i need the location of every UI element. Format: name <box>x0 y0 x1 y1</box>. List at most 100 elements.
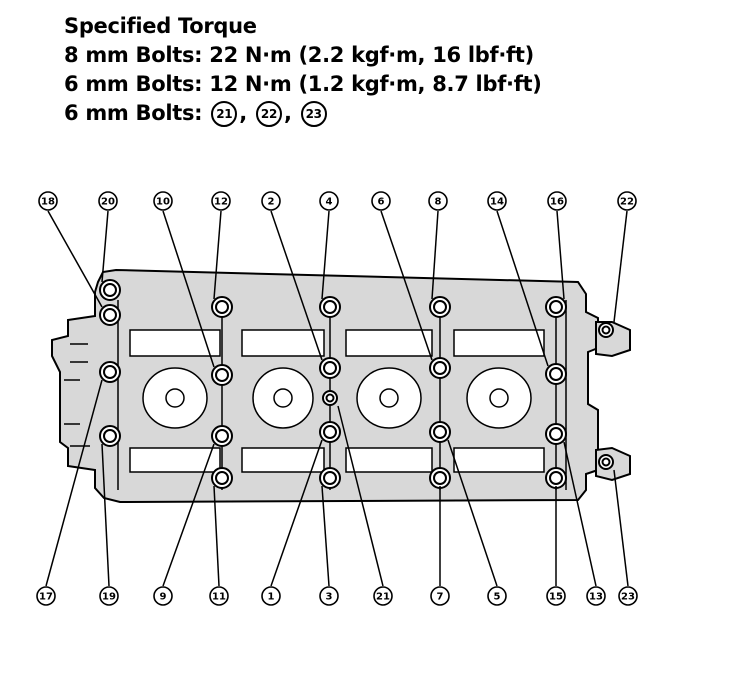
leader-bottom-19 <box>101 443 110 587</box>
spec-8mm-bolts: 8 mm Bolts: 22 N·m (2.2 kgf·m, 16 lbf·ft… <box>64 43 534 67</box>
callout-number: 14 <box>490 197 504 208</box>
callout-number: 8 <box>435 197 442 208</box>
callout-bottom-3: 3 <box>319 586 339 606</box>
callout-circle <box>261 586 281 606</box>
callout-bottom-5: 5 <box>487 586 507 606</box>
bolt-6-socket <box>433 361 447 375</box>
callout-number: 22 <box>620 197 634 208</box>
bolt-15-socket <box>549 471 563 485</box>
callout-circle <box>487 191 507 211</box>
callout-circle <box>319 191 339 211</box>
head-internal-detail <box>64 300 567 490</box>
callout-circle <box>547 191 567 211</box>
callout-top-14: 14 <box>487 191 507 211</box>
leader-top-6 <box>380 210 433 361</box>
callout-circle <box>586 586 606 606</box>
callout-top-8: 8 <box>428 191 448 211</box>
callout-circle <box>211 191 231 211</box>
leader-bottom-23 <box>613 469 629 587</box>
callout-bottom-23: 23 <box>618 586 638 606</box>
leader-bottom-21 <box>337 405 384 587</box>
leader-top-16 <box>556 210 565 300</box>
callout-circle <box>319 586 339 606</box>
bolt-5-socket <box>433 425 447 439</box>
leader-top-22 <box>613 210 628 323</box>
callout-number: 19 <box>102 592 116 603</box>
ref-bolt-22: 22 <box>255 101 282 127</box>
callout-number: 10 <box>156 197 170 208</box>
callout-bottom-17: 17 <box>36 586 56 606</box>
callout-number: 13 <box>589 592 603 603</box>
bolt-16-socket <box>549 300 563 314</box>
leader-lines <box>45 210 629 587</box>
leader-bottom-1 <box>270 439 323 587</box>
callout-circle <box>428 191 448 211</box>
leader-bottom-13 <box>563 441 597 587</box>
leader-top-2 <box>270 210 323 361</box>
bolt-18-socket <box>103 308 117 322</box>
callout-bottom-1: 1 <box>261 586 281 606</box>
spec-6mm-special-bolts: 6 mm Bolts: 21, 22, 23 <box>64 99 542 128</box>
callout-number: 12 <box>214 197 228 208</box>
callout-number: 5 <box>494 592 501 603</box>
callout-circle <box>261 191 281 211</box>
bolt-2-socket <box>323 361 337 375</box>
callout-number: 16 <box>550 197 564 208</box>
callout-top-12: 12 <box>211 191 231 211</box>
callout-circle <box>153 586 173 606</box>
bolt-13-socket <box>549 427 563 441</box>
callout-bottom-15: 15 <box>546 586 566 606</box>
bolt-heads <box>99 279 614 489</box>
leader-bottom-11 <box>213 485 220 587</box>
ref-bolt-21: 21 <box>211 101 238 127</box>
bolt-14-socket <box>549 367 563 381</box>
callout-circle <box>371 191 391 211</box>
bolt-20-socket <box>103 283 117 297</box>
spec-6mm-bolts: 6 mm Bolts: 12 N·m (1.2 kgf·m, 8.7 lbf·f… <box>64 72 542 96</box>
callout-bottom-13: 13 <box>586 586 606 606</box>
bolt-7-socket <box>433 471 447 485</box>
callout-top-16: 16 <box>547 191 567 211</box>
callout-top-2: 2 <box>261 191 281 211</box>
callout-circle <box>209 586 229 606</box>
callout-number: 6 <box>378 197 385 208</box>
ref-bolt-23: 23 <box>300 101 327 127</box>
callout-circle <box>373 586 393 606</box>
bolt-17-socket <box>103 365 117 379</box>
callout-number: 11 <box>212 592 226 603</box>
bolt-23-socket <box>601 457 611 467</box>
leader-top-18 <box>47 210 103 308</box>
spec-6mm-prefix: 6 mm Bolts: <box>64 101 203 125</box>
leader-top-4 <box>321 210 330 300</box>
callout-top-20: 20 <box>98 191 118 211</box>
leader-bottom-17 <box>45 379 103 587</box>
callout-circle <box>618 586 638 606</box>
callout-bottom-9: 9 <box>153 586 173 606</box>
bolt-4-socket <box>323 300 337 314</box>
leader-top-20 <box>101 210 109 283</box>
callout-number: 17 <box>39 592 53 603</box>
bolt-12-socket <box>215 300 229 314</box>
callout-number: 21 <box>376 592 390 603</box>
bolt-19-socket <box>103 429 117 443</box>
callout-number: 3 <box>326 592 333 603</box>
callout-bottom-19: 19 <box>99 586 119 606</box>
torque-specification: Specified Torque 8 mm Bolts: 22 N·m (2.2… <box>64 12 542 128</box>
callout-circle <box>430 586 450 606</box>
callout-circle <box>546 586 566 606</box>
callout-number: 7 <box>437 592 444 603</box>
callout-number: 1 <box>268 592 275 603</box>
callout-top-4: 4 <box>319 191 339 211</box>
bolt-22-socket <box>601 325 611 335</box>
callout-top-22: 22 <box>617 191 637 211</box>
spec-title: Specified Torque <box>64 14 257 38</box>
bolt-11-socket <box>215 471 229 485</box>
callout-circle <box>617 191 637 211</box>
bolt-9-socket <box>215 429 229 443</box>
callout-number: 9 <box>160 592 167 603</box>
callout-top-6: 6 <box>371 191 391 211</box>
leader-bottom-9 <box>162 443 215 587</box>
callout-number: 2 <box>268 197 275 208</box>
